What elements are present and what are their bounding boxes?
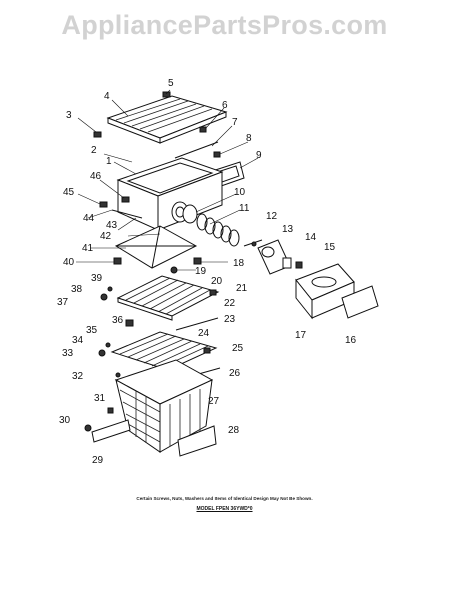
callout-43: 43 [106,220,118,231]
screw-part-46 [121,196,130,203]
callout-36: 36 [112,315,124,326]
rail-part-7 [174,141,219,159]
callout-23: 23 [224,314,236,325]
clip-part-6 [199,126,207,133]
screw-part-31 [107,407,114,414]
callout-1: 1 [106,156,112,167]
tray-part-41 [114,225,198,269]
watermark-text: AppliancePartsPros.com [61,10,388,40]
screw-part-8 [213,151,221,158]
chute-housing-part [295,263,355,320]
callout-6: 6 [222,100,228,111]
callout-9: 9 [256,150,262,161]
callout-46: 46 [90,171,102,182]
clip-part-36 [125,319,134,327]
callout-33: 33 [62,348,74,359]
callout-10: 10 [234,187,246,198]
callout-21: 21 [236,283,248,294]
screw-part-37 [100,293,108,301]
callout-14: 14 [305,232,317,243]
callout-32: 32 [72,371,84,382]
switch-part-14 [282,257,292,269]
rail-part-44 [111,209,143,219]
screw-part-33 [98,349,106,357]
callout-44: 44 [83,213,95,224]
door-part-16 [341,285,379,319]
callout-27: 27 [208,396,220,407]
screw-part-25-hardware [203,347,211,354]
callout-29: 29 [92,455,104,466]
callout-31: 31 [94,393,106,404]
gear-part-10 [182,204,198,224]
clip-part-18 [193,257,202,265]
screw-part-45 [99,201,108,208]
footnote: Certain Screws, Nuts, Washers and Items … [136,496,313,501]
callout-39: 39 [91,273,103,284]
washer-part-38 [107,286,113,292]
wire-basket-part [114,359,214,453]
callout-34: 34 [72,335,84,346]
callout-30: 30 [59,415,71,426]
callout-41: 41 [82,243,94,254]
screw-part-21 [209,289,217,296]
callout-13: 13 [282,224,294,235]
screw-part-3 [93,131,102,138]
clip-part-5 [162,91,171,98]
callout-16: 16 [345,335,357,346]
top-shelf-part [106,95,228,144]
callout-20: 20 [211,276,223,287]
callout-24: 24 [198,328,210,339]
callout-8: 8 [246,133,252,144]
motor-part-13 [257,239,291,275]
callout-38: 38 [71,284,83,295]
middle-shelf-part [116,275,220,321]
callout-42: 42 [100,231,112,242]
callout-5: 5 [168,78,174,89]
rail-part-29 [91,419,131,443]
lower-shelf-part [110,331,218,371]
callout-4: 4 [104,91,110,102]
callout-25: 25 [232,343,244,354]
callout-19: 19 [195,266,207,277]
screw-part-32 [115,372,121,378]
callout-26: 26 [229,368,241,379]
callout-40: 40 [63,257,75,268]
washer-part-34 [105,342,111,348]
callout-45: 45 [63,187,75,198]
callout-7: 7 [232,117,238,128]
rail-part-23 [175,317,219,331]
bracket-part-15 [295,261,303,269]
leader-lines [76,89,259,271]
auger-spring-part [196,213,240,247]
dispenser-housing-part [116,157,224,231]
callout-15: 15 [324,242,336,253]
clip-part-40 [113,257,122,265]
callout-17: 17 [295,330,307,341]
callout-11: 11 [239,203,250,214]
callout-12: 12 [266,211,278,222]
callout-37: 37 [57,297,69,308]
callout-28: 28 [228,425,240,436]
screw-part-30 [84,424,92,432]
rail-part-28 [177,425,217,457]
callout-18: 18 [233,258,245,269]
callout-35: 35 [86,325,98,336]
callout-22: 22 [224,298,236,309]
callout-3: 3 [66,110,72,121]
callout-2: 2 [91,145,97,156]
model-label: MODEL FPEN 36YWD*0 [196,506,253,512]
